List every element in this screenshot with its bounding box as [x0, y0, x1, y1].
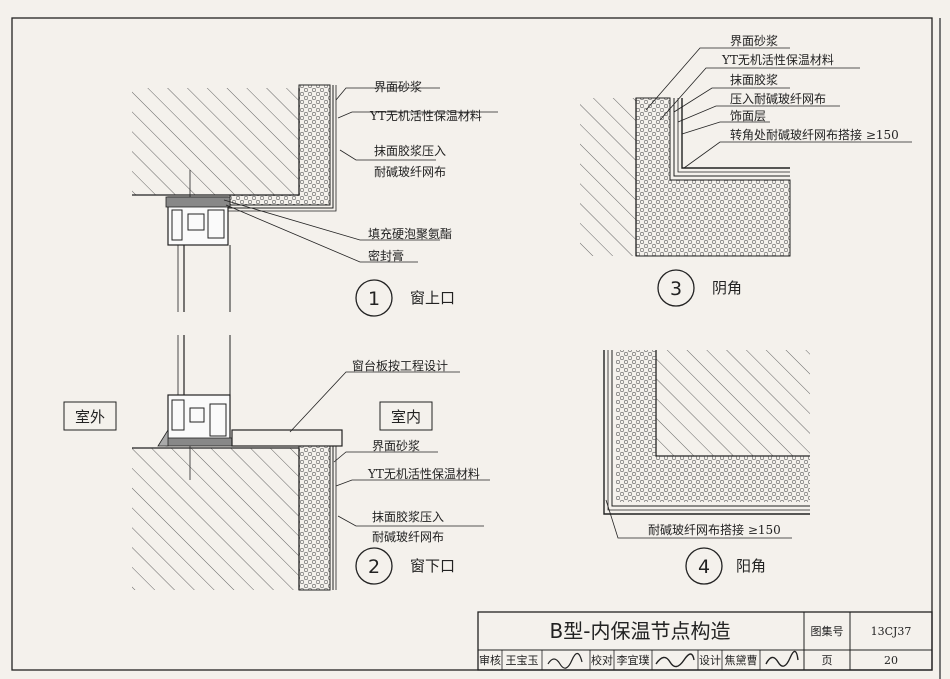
- detail-3-label: 饰面层: [730, 109, 766, 123]
- designer-signature: [765, 650, 799, 667]
- detail-3-insulation: [635, 97, 791, 257]
- detail-3-number: 3: [670, 278, 682, 300]
- detail-3-marker: [657, 269, 695, 307]
- detail-2-window-sill: 窗台板按工程设计 界面砂浆 YT无机活性保温材料 抹面胶浆压入 耐碱玻纤网布 室…: [63, 335, 490, 591]
- outdoor-label: 室外: [75, 408, 105, 426]
- detail-1-marker: [355, 279, 393, 317]
- detail-3-concrete: [580, 98, 636, 256]
- checker-signature: [655, 653, 695, 668]
- detail-4-name: 阳角: [736, 557, 766, 575]
- detail-1-label: YT无机活性保温材料: [369, 109, 482, 123]
- detail-3-label: YT无机活性保温材料: [721, 53, 834, 67]
- detail-2-window-frame: [167, 394, 231, 446]
- detail-2-insulation: [298, 445, 331, 591]
- detail-2-sill-board: [231, 429, 343, 447]
- detail-1-label: 界面砂浆: [374, 79, 422, 94]
- detail-4-marker: [685, 547, 723, 585]
- detail-3-name: 阴角: [712, 279, 742, 297]
- outdoor-box: [63, 401, 117, 431]
- sheet-border: [11, 17, 933, 671]
- detail-2-label: YT无机活性保温材料: [367, 467, 480, 481]
- detail-4-concrete: [656, 350, 810, 456]
- design-label: 设计: [699, 654, 721, 667]
- atlas-label: 图集号: [811, 624, 844, 638]
- detail-2-name: 窗下口: [410, 557, 455, 575]
- detail-4-number: 4: [698, 556, 710, 578]
- detail-2-concrete: [132, 448, 299, 590]
- detail-4-insulation: [616, 350, 810, 502]
- detail-3-label: 压入耐碱玻纤网布: [730, 92, 826, 106]
- detail-2-label: 抹面胶浆压入: [372, 509, 444, 524]
- atlas-number: 13CJ37: [871, 625, 912, 638]
- detail-4-label: 耐碱玻纤网布搭接 ≥150: [648, 522, 781, 537]
- drawing-title: B型-内保温节点构造: [550, 619, 731, 643]
- indoor-label: 室内: [391, 408, 421, 426]
- detail-1-label: 密封膏: [368, 248, 404, 263]
- detail-4-outside-corner: 耐碱玻纤网布搭接 ≥150 4 阳角: [603, 350, 810, 585]
- detail-1-window-head: 界面砂浆 YT无机活性保温材料 抹面胶浆压入 耐碱玻纤网布 填充硬泡聚氨酯 密封…: [132, 79, 498, 317]
- detail-2-marker: [355, 547, 393, 585]
- page-label: 页: [822, 654, 833, 667]
- detail-2-label: 耐碱玻纤网布: [372, 530, 444, 544]
- reviewer-signature: [547, 652, 583, 669]
- detail-1-label: 抹面胶浆压入: [374, 143, 446, 158]
- designer-name: 焦黛曹: [725, 654, 758, 667]
- detail-2-sill-label: 窗台板按工程设计: [352, 358, 448, 373]
- detail-3-label: 转角处耐碱玻纤网布搭接 ≥150: [730, 127, 899, 142]
- detail-2-number: 2: [368, 556, 380, 578]
- page-number: 20: [884, 654, 898, 667]
- detail-1-number: 1: [368, 288, 380, 310]
- detail-3-label: 界面砂浆: [730, 33, 778, 48]
- detail-3-label: 抹面胶浆: [730, 72, 778, 87]
- detail-1-name: 窗上口: [410, 289, 455, 307]
- detail-1-concrete: [132, 88, 299, 195]
- detail-1-label: 耐碱玻纤网布: [374, 165, 446, 179]
- indoor-box: [379, 401, 433, 431]
- detail-2-label: 界面砂浆: [372, 438, 420, 453]
- reviewer-name: 王宝玉: [506, 653, 539, 667]
- checker-name: 李宜璞: [617, 653, 650, 667]
- detail-1-label: 填充硬泡聚氨酯: [368, 226, 452, 241]
- review-label: 审核: [479, 653, 501, 667]
- check-label: 校对: [591, 653, 613, 667]
- title-block: B型-内保温节点构造 图集号 13CJ37 页 20 审核 王宝玉 校对 李宜璞…: [477, 611, 933, 671]
- detail-3-inside-corner: 界面砂浆 YT无机活性保温材料 抹面胶浆 压入耐碱玻纤网布 饰面层 转角处耐碱玻…: [580, 33, 912, 307]
